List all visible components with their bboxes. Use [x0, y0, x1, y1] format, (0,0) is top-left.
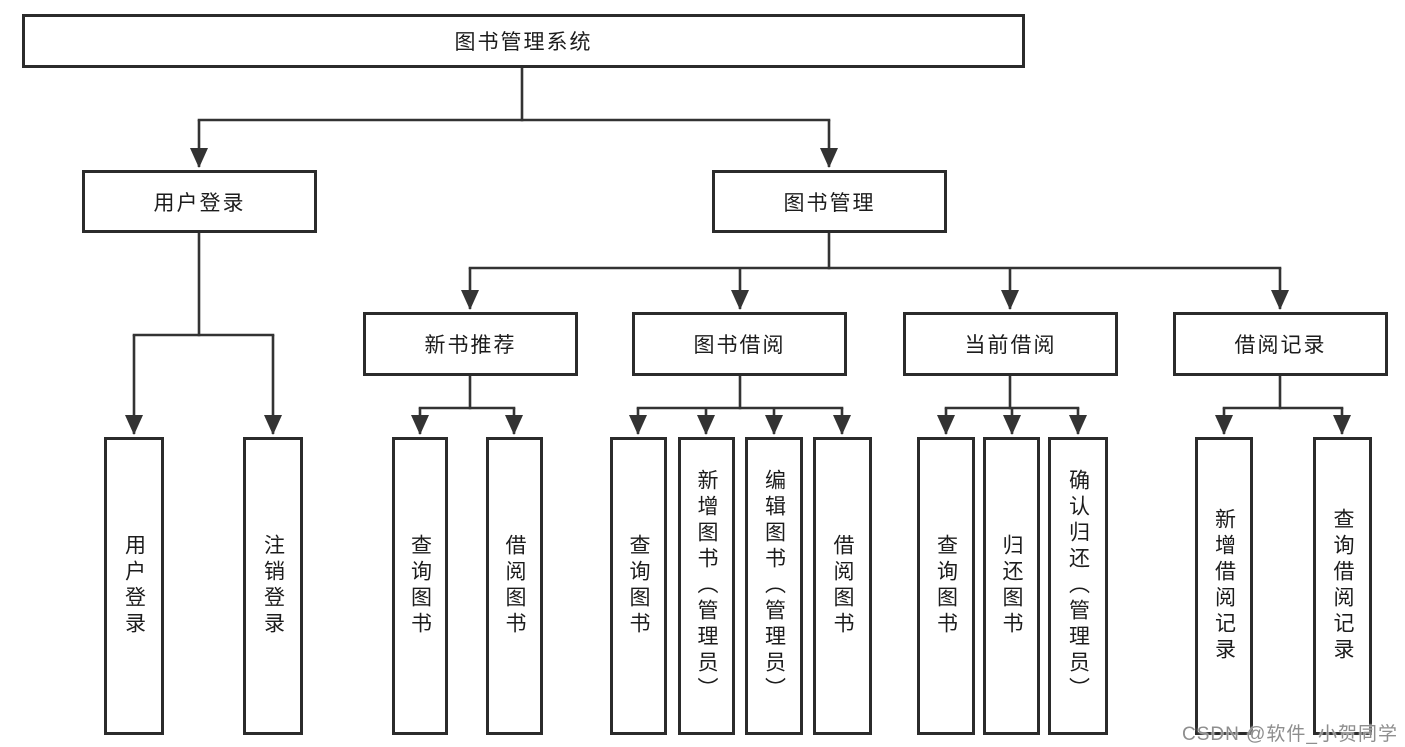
- leaf-records-query-record: 查询借阅记录: [1313, 437, 1372, 735]
- leaf-current-confirm-return-admin: 确认归还（管理员）: [1048, 437, 1108, 735]
- leaf-recommend-borrow-books: 借阅图书: [486, 437, 543, 735]
- node-borrowing-records: 借阅记录: [1173, 312, 1388, 376]
- leaf-borrowing-query-books: 查询图书: [610, 437, 667, 735]
- node-user-login: 用户登录: [82, 170, 317, 233]
- node-book-management: 图书管理: [712, 170, 947, 233]
- leaf-logout: 注销登录: [243, 437, 303, 735]
- csdn-watermark: CSDN @软件_小贺同学: [1182, 724, 1398, 745]
- leaf-borrowing-edit-books-admin: 编辑图书（管理员）: [745, 437, 803, 735]
- node-current-borrowing: 当前借阅: [903, 312, 1118, 376]
- leaf-user-login: 用户登录: [104, 437, 164, 735]
- leaf-borrowing-borrow-books: 借阅图书: [813, 437, 872, 735]
- node-root-system: 图书管理系统: [22, 14, 1025, 68]
- node-new-book-recommend: 新书推荐: [363, 312, 578, 376]
- leaf-records-add-record: 新增借阅记录: [1195, 437, 1253, 735]
- node-book-borrowing: 图书借阅: [632, 312, 847, 376]
- leaf-borrowing-add-books-admin: 新增图书（管理员）: [678, 437, 735, 735]
- leaf-current-query-books: 查询图书: [917, 437, 975, 735]
- leaf-current-return-books: 归还图书: [983, 437, 1040, 735]
- leaf-recommend-query-books: 查询图书: [392, 437, 448, 735]
